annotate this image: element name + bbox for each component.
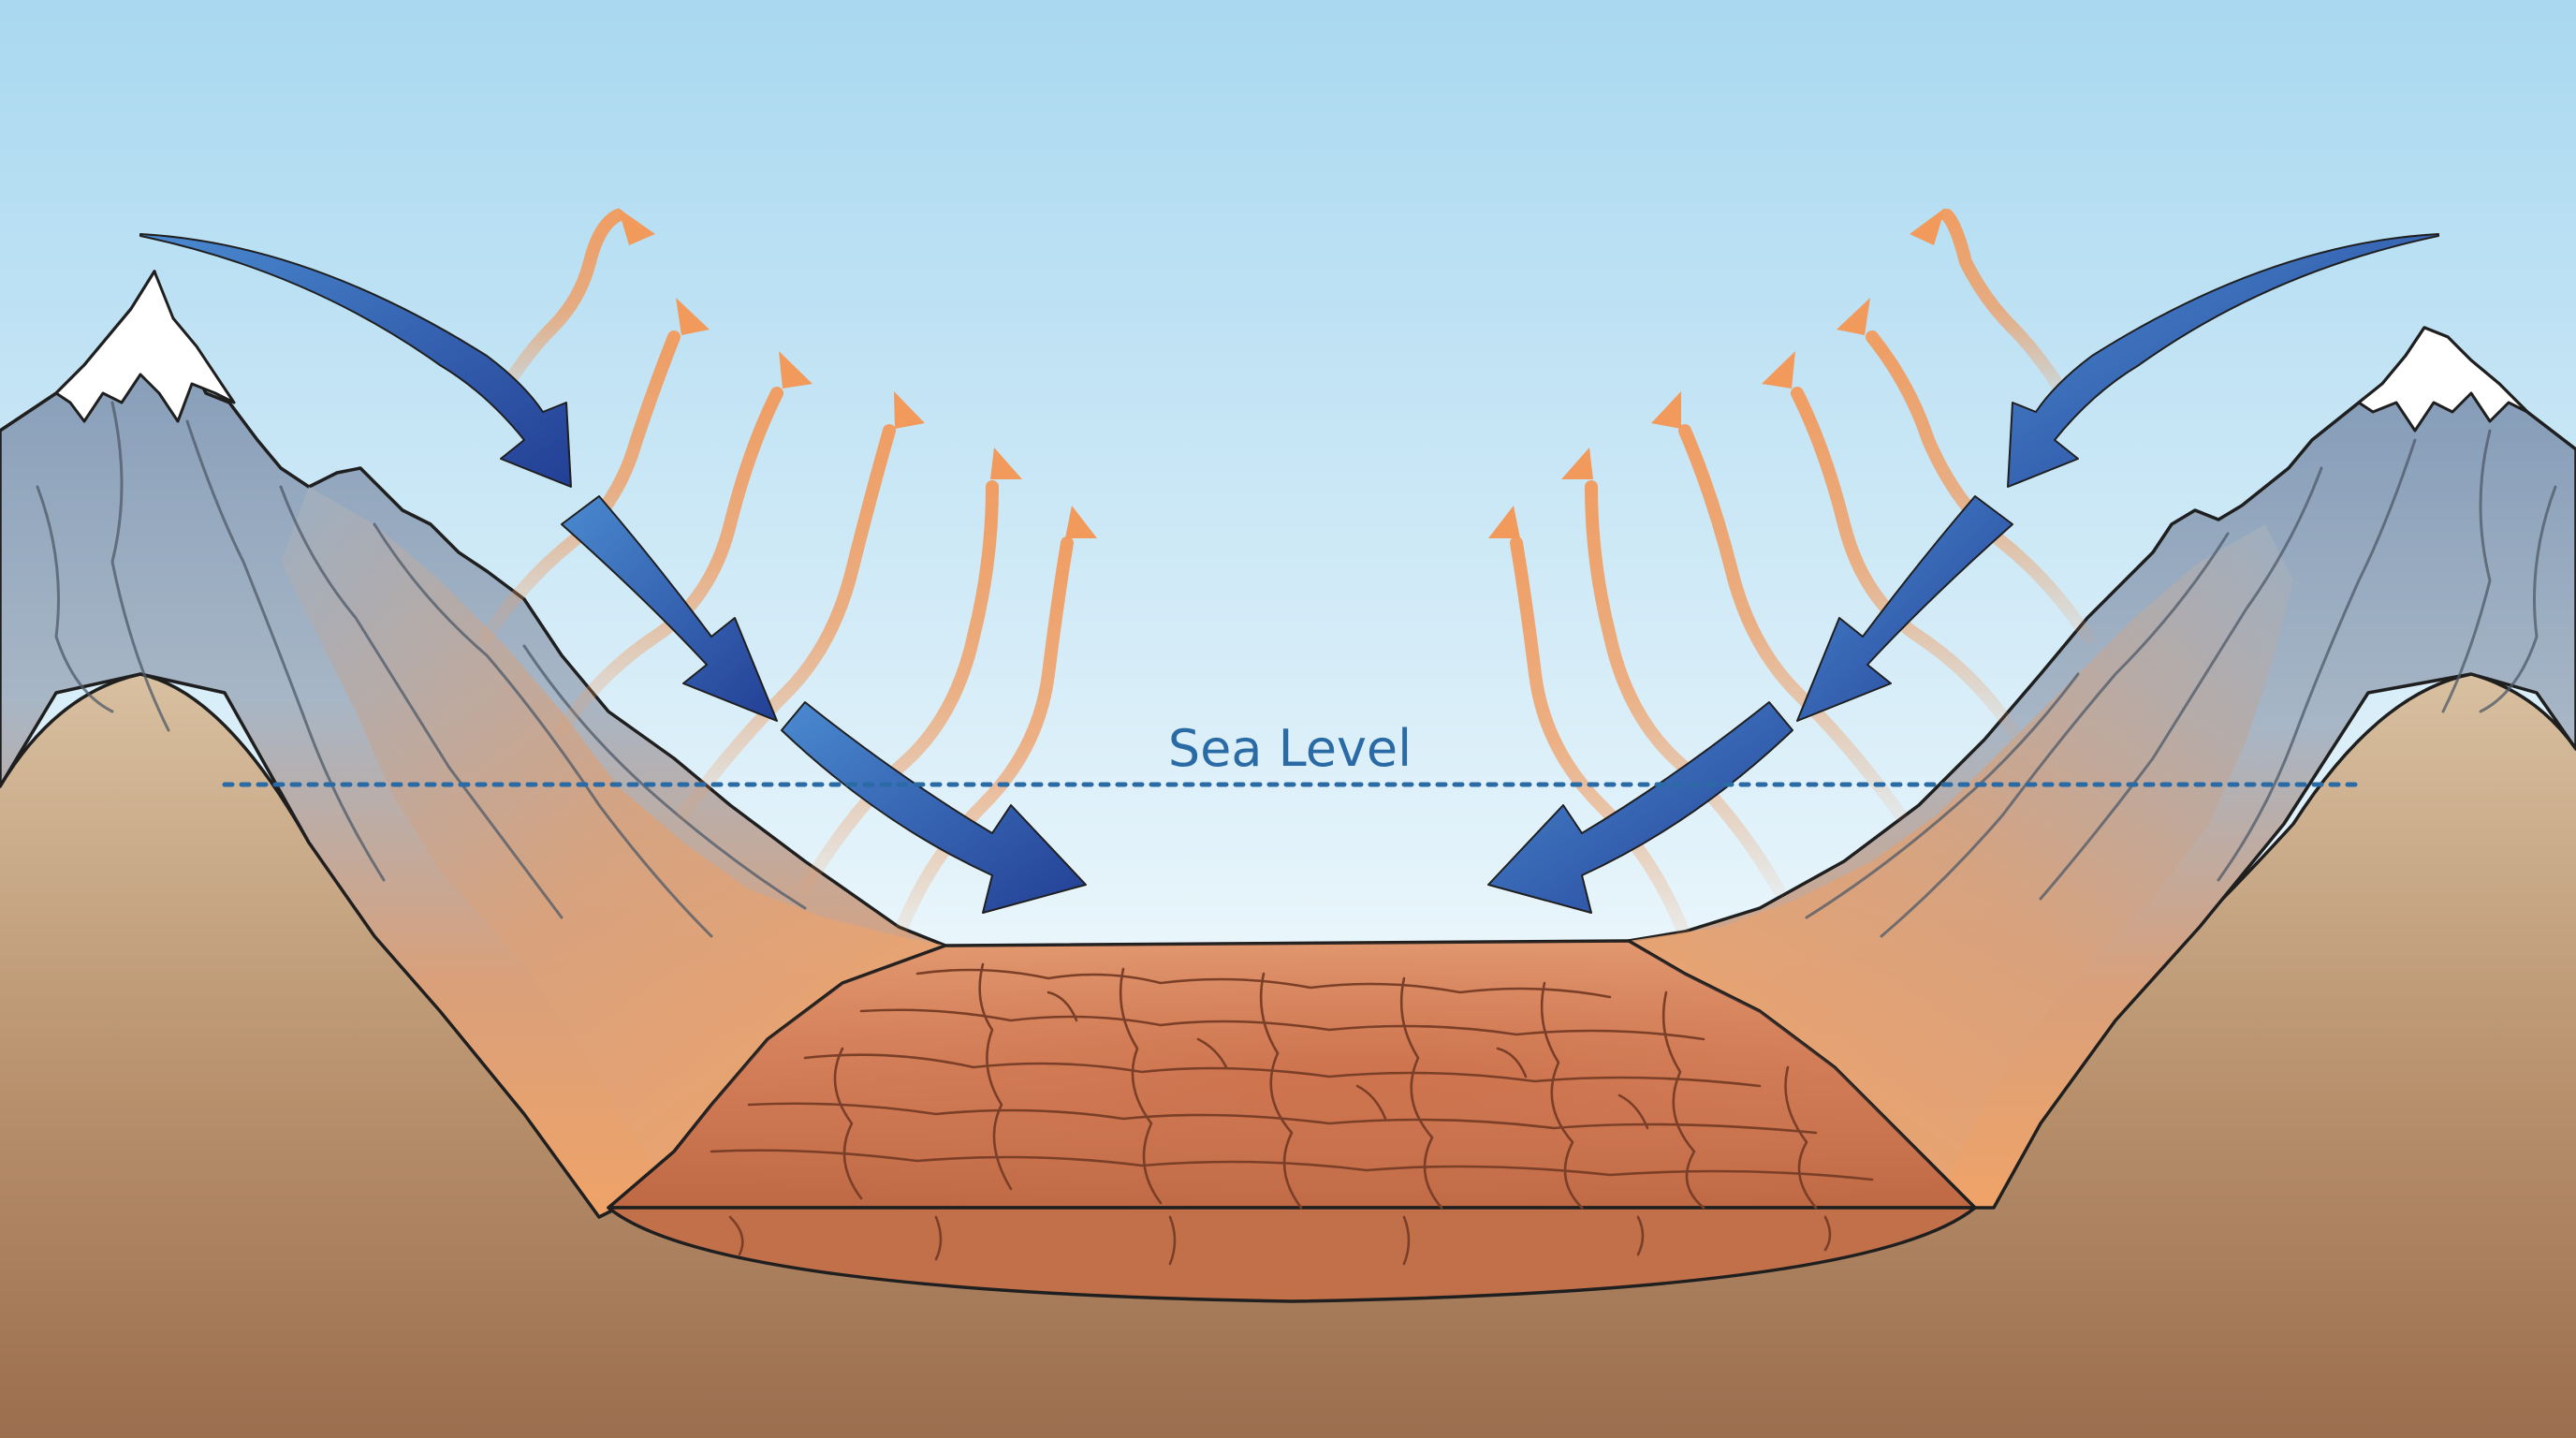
- wavy-arrow-up-icon: [1791, 387, 2019, 737]
- arrow-down-curved-icon: [2007, 233, 2439, 488]
- wavy-arrow-up-icon: [892, 536, 1074, 943]
- wavy-arrow-up-icon: [1940, 209, 2075, 409]
- left-ridge-4: [373, 522, 713, 938]
- descending-air-arrows: [139, 233, 2439, 914]
- wavy-arrow-up-icon: [555, 387, 783, 737]
- arrow-down-curved-icon: [1487, 701, 1793, 914]
- arrowhead: [779, 351, 812, 389]
- wavy-arrow-up-icon: [1510, 536, 1691, 943]
- arrow-down-curved-icon: [1796, 495, 2013, 722]
- wavy-arrow-up-icon: [798, 480, 999, 896]
- arrowhead: [1065, 506, 1097, 538]
- basin-front-edge: [607, 1206, 1977, 1303]
- wavy-arrow-up-icon: [490, 209, 624, 409]
- ground-cross-section: [0, 674, 2576, 1438]
- arrowhead: [894, 391, 925, 429]
- left-ridge-3: [279, 485, 564, 919]
- rising-heat-arrows: [480, 209, 2094, 943]
- right-ridge-5: [2479, 485, 2557, 713]
- arrowhead: [990, 448, 1022, 479]
- wavy-arrow-up-icon: [480, 330, 681, 643]
- left-ridge-2: [185, 419, 386, 882]
- rising-heat-arrowheads: [618, 208, 1945, 538]
- right-ridge-4: [1880, 532, 2230, 938]
- right-front-slope: [1629, 524, 2293, 1180]
- left-ridge-1: [110, 401, 170, 732]
- right-ridge-2: [2217, 438, 2417, 882]
- right-snow-cap: [2357, 326, 2529, 433]
- arrow-down-curved-icon: [781, 701, 1087, 914]
- wavy-arrow-up-icon: [1678, 424, 1907, 821]
- right-ridge-1: [2441, 429, 2492, 713]
- right-ridge-3: [2039, 466, 2323, 901]
- arrowhead: [1488, 506, 1520, 538]
- left-ridge-6: [522, 644, 807, 910]
- left-snow-cap: [54, 270, 236, 423]
- arrowhead: [676, 298, 710, 335]
- arrowhead: [1910, 208, 1945, 245]
- left-front-slope: [281, 487, 945, 1170]
- arrowhead: [1651, 391, 1681, 429]
- arrow-down-curved-icon: [561, 495, 778, 722]
- basin-glow: [608, 941, 1975, 1208]
- arrowhead: [1561, 448, 1593, 479]
- wavy-arrow-up-icon: [677, 424, 896, 821]
- arrowhead: [618, 208, 655, 245]
- arrowhead: [1762, 351, 1795, 389]
- wavy-arrow-up-icon: [1585, 480, 1785, 896]
- wavy-arrow-up-icon: [1866, 330, 2094, 643]
- right-ridge-6: [1805, 672, 2080, 919]
- lakebed-cracks: [710, 962, 1874, 1266]
- sea-level-label: Sea Level: [1168, 719, 1412, 778]
- left-ridge-5: [36, 485, 114, 713]
- arrow-down-curved-icon: [139, 233, 572, 488]
- arrowhead: [1837, 298, 1870, 335]
